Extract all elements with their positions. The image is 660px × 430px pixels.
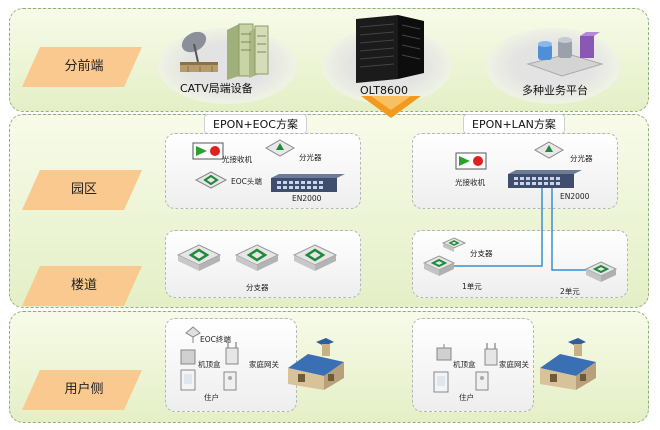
lan-resident-label: 住户 — [459, 393, 474, 402]
lan-set-top-box-icon — [436, 344, 452, 361]
lan-branch-label: 分支器 — [470, 249, 493, 258]
tier-label-corridor: 楼道 — [22, 266, 142, 306]
lan-tv-icon — [433, 371, 449, 393]
lan-home-gateway-icon — [484, 343, 498, 366]
optical-receiver-icon — [192, 142, 224, 160]
lan-switch-model-label: EN2000 — [560, 192, 590, 201]
tier-label-campus: 园区 — [22, 170, 142, 210]
lan-switch-icon — [508, 170, 582, 188]
branch-icon-1 — [176, 244, 222, 271]
splitter-icon — [264, 139, 296, 157]
lan-unit1-label: 1单元 — [462, 282, 482, 291]
lan-unit2-switch-icon — [584, 261, 618, 282]
tier-label-headend: 分前端 — [22, 47, 142, 87]
eoc-optical-receiver-label: 光接收机 — [222, 155, 252, 164]
eoc-terminal-label: EOC终端 — [200, 335, 231, 344]
catv-server-icon — [227, 23, 269, 80]
eoc-head-icon — [194, 171, 228, 189]
eoc-home-gateway-label: 家庭网关 — [249, 360, 279, 369]
home-gateway-icon — [225, 342, 239, 365]
switch-icon — [271, 174, 345, 192]
olt-label: OLT8600 — [360, 84, 408, 97]
eoc-splitter-label: 分光器 — [299, 153, 322, 162]
pc-icon — [223, 371, 237, 391]
platform-icon — [526, 32, 604, 77]
eoc-branch-label: 分支器 — [246, 283, 269, 292]
satellite-dish-icon — [180, 31, 218, 72]
eoc-head-label: EOC头端 — [231, 177, 262, 186]
down-arrow-icon — [361, 96, 421, 118]
eoc-switch-model-label: EN2000 — [292, 194, 322, 203]
catv-label: CATV局端设备 — [180, 82, 253, 95]
lan-user-panel — [412, 318, 534, 412]
eoc-resident-label: 住户 — [204, 393, 219, 402]
lan-unit1-switch-icon — [422, 255, 456, 276]
set-top-box-icon — [180, 349, 196, 365]
lan-set-top-box-label: 机顶盒 — [453, 360, 476, 369]
tv-icon — [180, 369, 196, 391]
lan-unit2-label: 2单元 — [560, 287, 580, 296]
branch-icon-2 — [234, 244, 280, 271]
tier-label-user-side: 用户侧 — [22, 370, 142, 410]
platform-label: 多种业务平台 — [522, 84, 588, 97]
eoc-terminal-icon — [185, 326, 201, 343]
lan-home-gateway-label: 家庭网关 — [499, 360, 529, 369]
lan-pc-icon — [475, 371, 489, 391]
olt-chassis-icon — [356, 15, 424, 83]
lan-optical-receiver-label: 光接收机 — [455, 178, 485, 187]
house-icon — [288, 338, 344, 390]
lan-branch-small-icon — [441, 237, 467, 252]
lan-optical-receiver-icon — [455, 152, 487, 170]
branch-icon-3 — [292, 244, 338, 271]
eoc-set-top-box-label: 机顶盒 — [198, 360, 221, 369]
lan-splitter-icon — [533, 141, 565, 159]
lan-house-icon — [540, 338, 596, 390]
lan-splitter-label: 分光器 — [570, 154, 593, 163]
